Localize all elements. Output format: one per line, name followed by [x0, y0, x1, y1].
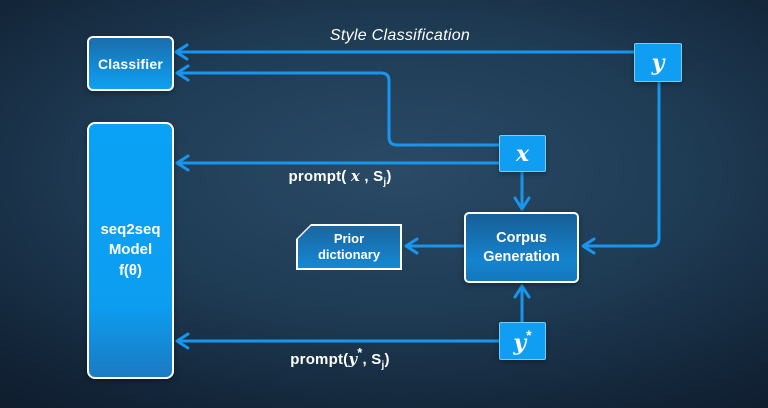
prompt-x-var: x	[350, 167, 361, 185]
y-star-label: y*	[513, 327, 531, 356]
prompt-ystar-mid: , S	[362, 351, 382, 368]
edge-label-prompt-x: prompt( x , Sj)	[259, 167, 421, 188]
y-star-sup: *	[526, 326, 532, 343]
seq2seq-label: seq2seq Model f(θ)	[100, 221, 161, 279]
prompt-x-post: )	[386, 168, 392, 185]
prompt-x-mid: , S	[360, 168, 384, 185]
edge-label-style-classification: Style Classification	[329, 27, 471, 44]
edge-corpus-to-prior	[404, 237, 466, 255]
prior-dictionary-body: Prior dictionary	[298, 226, 400, 268]
y-label: y	[651, 49, 665, 76]
edge-y-to-corpus	[581, 80, 661, 255]
classifier-label: Classifier	[97, 55, 164, 72]
node-y-star: y*	[499, 322, 546, 360]
edge-ystar-to-seq2seq	[175, 332, 501, 350]
node-prior-dictionary: Prior dictionary	[296, 224, 402, 270]
edge-ystar-to-corpus	[513, 284, 531, 324]
edge-x-to-seq2seq	[175, 154, 501, 172]
node-y: y	[634, 43, 682, 82]
node-corpus-generation: Corpus Generation	[464, 212, 579, 283]
y-star-var: y	[513, 329, 527, 356]
corpus-generation-label: Corpus Generation	[483, 229, 560, 265]
prompt-ystar-var: y	[348, 350, 358, 368]
prompt-x-pre: prompt(	[288, 168, 351, 185]
prompt-ystar-sup: *	[357, 345, 363, 360]
prompt-x-sub: j	[383, 177, 387, 188]
edge-label-prompt-ystar: prompt(y*, Sj)	[259, 345, 421, 371]
node-classifier: Classifier	[87, 36, 174, 91]
node-x: x	[499, 135, 546, 172]
prompt-ystar-post: )	[384, 351, 390, 368]
edge-x-to-classifier	[175, 64, 501, 147]
node-seq2seq-model: seq2seq Model f(θ)	[87, 122, 174, 379]
x-label: x	[515, 140, 530, 167]
edge-y-to-classifier	[174, 43, 636, 61]
edge-x-to-corpus	[513, 170, 531, 211]
prompt-ystar-pre: prompt(	[290, 351, 349, 368]
prompt-ystar-sub: j	[381, 360, 385, 371]
prior-dictionary-label: Prior dictionary	[317, 230, 381, 262]
